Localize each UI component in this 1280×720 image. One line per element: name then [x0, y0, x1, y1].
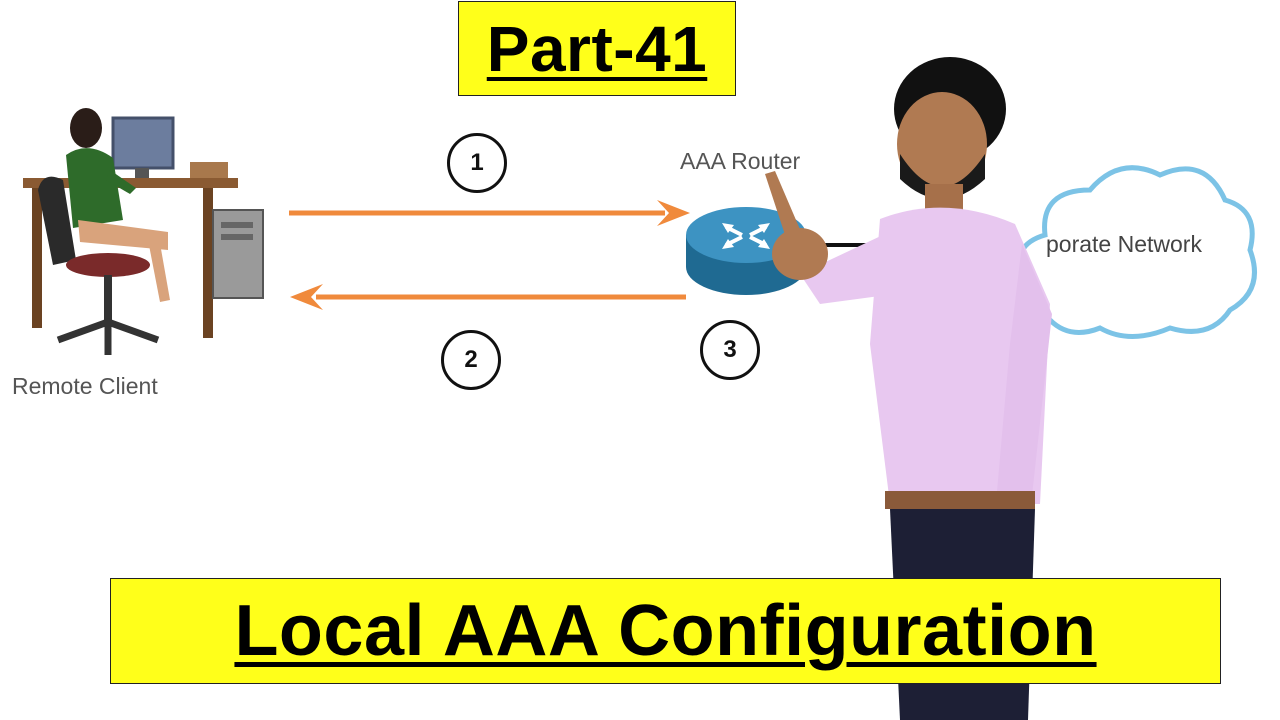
network-label: porate Network [1046, 231, 1202, 257]
remote-client-illustration [23, 108, 264, 355]
step-3-circle: 3 [700, 320, 760, 380]
title-box: Part-41 [458, 1, 736, 96]
topic-title: Local AAA Configuration [234, 591, 1097, 671]
topic-banner: Local AAA Configuration [110, 578, 1221, 684]
corporate-network-cloud [1016, 165, 1257, 339]
step-2-circle: 2 [441, 330, 501, 390]
router-label: AAA Router [680, 148, 801, 174]
response-arrow [290, 284, 686, 310]
request-arrow [289, 200, 690, 226]
remote-client-label: Remote Client [12, 373, 158, 399]
part-title: Part-41 [486, 12, 708, 85]
step-1-circle: 1 [447, 133, 507, 193]
